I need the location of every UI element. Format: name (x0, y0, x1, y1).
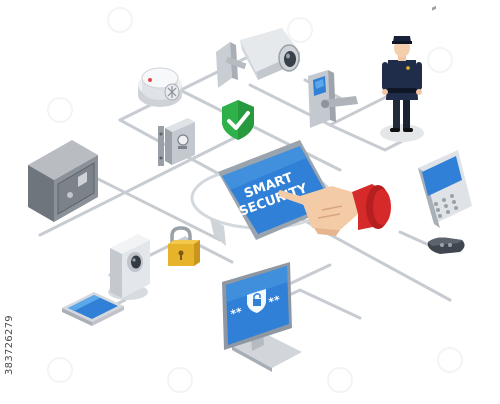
stock-image-id: 383726279 (4, 315, 15, 375)
safe-icon (28, 140, 98, 222)
watermark-pattern (47, 7, 463, 393)
alarm-keypad-icon (418, 5, 472, 228)
smoke-detector-icon (138, 67, 182, 107)
security-guard-icon (380, 36, 424, 142)
shield-check-icon (222, 100, 254, 140)
monitor-stars-right: ** (267, 293, 282, 309)
monitor-icon: ** ** (222, 262, 302, 372)
smartphone-icon (62, 292, 124, 326)
door-lock-icon (158, 118, 195, 166)
padlock-icon (168, 226, 200, 266)
cctv-camera-icon (216, 28, 300, 88)
pointing-hand-icon (278, 184, 391, 236)
access-terminal-icon (308, 70, 358, 128)
webcam-icon (108, 234, 150, 300)
monitor-stars-left: ** (229, 305, 244, 321)
car-key-fob-icon (427, 237, 465, 254)
